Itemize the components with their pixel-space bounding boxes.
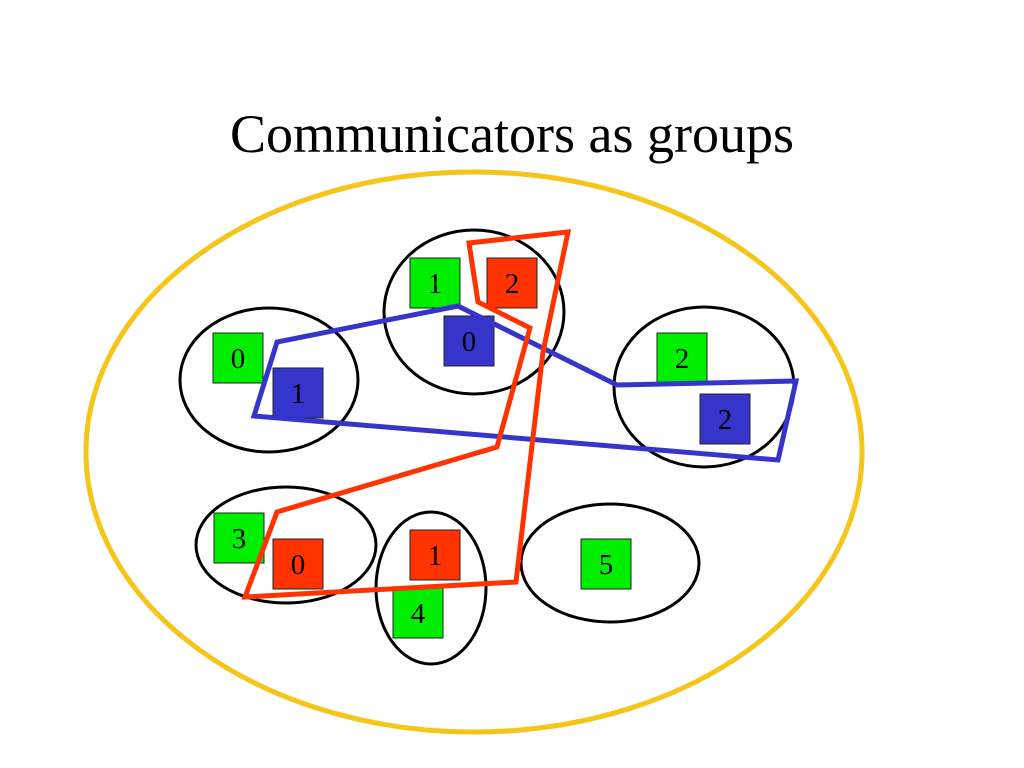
rank-label: 0 [231,343,246,375]
rank-label: 5 [599,549,614,581]
rank-box-green-4: 4 [392,587,444,639]
slide-title: Communicators as groups [230,104,794,164]
rank-label: 1 [428,268,443,300]
rank-label: 4 [411,598,426,630]
rank-label: 2 [505,268,520,300]
red-communicator-outline [241,229,572,600]
rank-box-green-5: 5 [580,538,632,590]
rank-box-blue-1: 1 [272,367,324,419]
rank-label: 1 [428,540,443,572]
process-ellipse-bottom-right [519,502,701,624]
rank-label: 3 [232,523,247,555]
rank-box-blue-2: 2 [699,393,751,445]
rank-label: 0 [291,549,306,581]
rank-label: 2 [675,343,690,375]
rank-box-green-2: 2 [656,332,708,384]
rank-label: 2 [718,404,733,436]
rank-box-green-0: 0 [212,332,264,384]
process-ellipse-left [178,306,360,454]
world-communicator-ellipse [83,169,865,735]
rank-box-blue-0: 0 [443,315,495,367]
rank-box-red-1: 1 [409,529,461,581]
rank-label: 0 [462,326,477,358]
rank-box-green-3: 3 [213,512,265,564]
rank-box-red-2: 2 [486,257,538,309]
rank-box-green-1: 1 [409,257,461,309]
process-ellipse-bottom-left [194,485,378,605]
blue-communicator-outline [250,303,800,463]
process-ellipse-top [382,228,566,396]
rank-label: 1 [291,378,306,410]
rank-box-red-0: 0 [272,538,324,590]
